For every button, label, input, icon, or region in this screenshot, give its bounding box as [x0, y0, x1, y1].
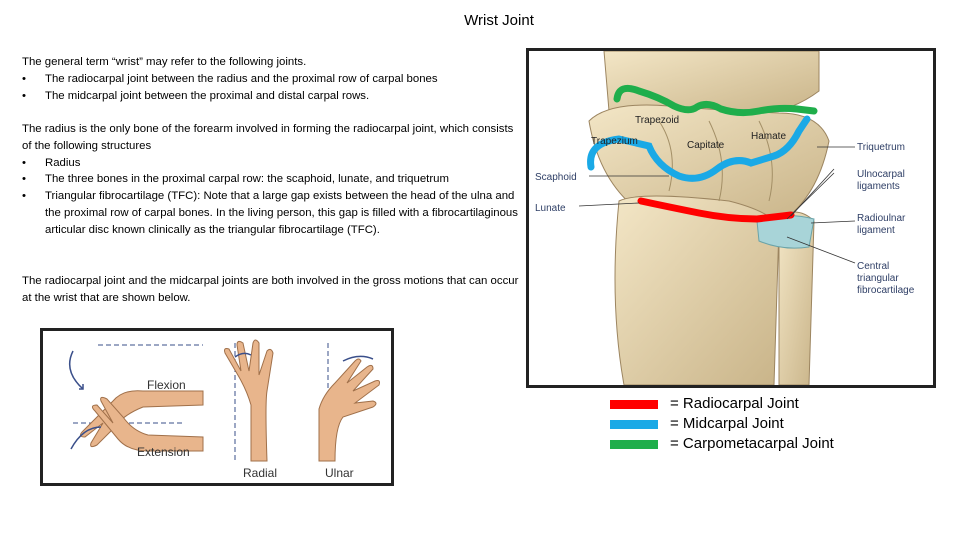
legend-label: = Radiocarpal Joint: [670, 395, 799, 412]
bullet-item: The midcarpal joint between the proximal…: [22, 88, 522, 105]
label-radioulnar-1: Radioulnar: [857, 213, 906, 224]
bullet-item: Radius: [22, 155, 522, 172]
bullet-list: The radiocarpal joint between the radius…: [22, 71, 522, 105]
leader-lines: [578, 146, 856, 264]
radiocarpal-joint-line: [637, 197, 795, 223]
paragraph-intro: The radius is the only bone of the forea…: [22, 123, 514, 152]
label-triquetrum: Triquetrum: [857, 142, 905, 153]
legend-item-carpometacarpal: = Carpometacarpal Joint: [610, 434, 834, 454]
carpometacarpal-joint-line: [613, 84, 818, 117]
legend-item-radiocarpal: = Radiocarpal Joint: [610, 394, 834, 414]
legend-label: = Midcarpal Joint: [670, 415, 784, 432]
radial-deviation-hand-image: [224, 339, 274, 462]
paragraph-motions: The radiocarpal joint and the midcarpal …: [22, 273, 522, 307]
bullet-item: The three bones in the proximal carpal r…: [22, 171, 522, 188]
legend-swatch-green: [610, 439, 658, 449]
ulnar-label: Ulnar: [325, 466, 354, 480]
legend-item-midcarpal: = Midcarpal Joint: [610, 414, 834, 434]
paragraph-radiocarpal: The radius is the only bone of the forea…: [22, 121, 522, 239]
paragraph-text: The radiocarpal joint and the midcarpal …: [22, 275, 519, 304]
bullet-item: Triangular fibrocartilage (TFC): Note th…: [22, 188, 522, 238]
label-tfc-3: fibrocartilage: [857, 285, 915, 296]
extension-hand-image: [70, 396, 204, 452]
bullet-list: Radius The three bones in the proximal c…: [22, 155, 522, 239]
paragraph-joints: The general term “wrist” may refer to th…: [22, 54, 522, 104]
bullet-item: The radiocarpal joint between the radius…: [22, 71, 522, 88]
label-trapezoid: Trapezoid: [635, 115, 679, 126]
legend-swatch-red: [610, 399, 658, 409]
label-tfc-2: triangular: [857, 273, 899, 284]
label-ulnocarpal-2: ligaments: [857, 181, 900, 192]
label-capitate: Capitate: [687, 140, 725, 151]
paragraph-intro: The general term “wrist” may refer to th…: [22, 56, 307, 68]
wrist-bones-illustration: [588, 51, 830, 385]
label-ulnocarpal-1: Ulnocarpal: [857, 169, 905, 180]
flexion-label: Flexion: [147, 378, 186, 392]
wrist-motion-figure: Flexion Extension Radial Ulnar: [40, 328, 394, 486]
page-title: Wrist Joint: [464, 12, 534, 29]
legend-swatch-blue: [610, 419, 658, 429]
wrist-anatomy-figure: Trapezoid Trapezium Capitate Hamate Triq…: [526, 48, 936, 388]
legend-label: = Carpometacarpal Joint: [670, 435, 834, 452]
label-hamate: Hamate: [751, 131, 786, 142]
label-scaphoid: Scaphoid: [535, 172, 577, 183]
ulnar-deviation-hand-image: [318, 355, 380, 462]
joint-legend: = Radiocarpal Joint = Midcarpal Joint = …: [610, 394, 834, 454]
midcarpal-joint-line: [587, 115, 811, 182]
label-tfc-1: Central: [857, 261, 889, 272]
extension-label: Extension: [137, 445, 190, 459]
radial-label: Radial: [243, 466, 277, 480]
label-radioulnar-2: ligament: [857, 225, 895, 236]
label-trapezium: Trapezium: [591, 136, 638, 147]
label-lunate: Lunate: [535, 203, 566, 214]
